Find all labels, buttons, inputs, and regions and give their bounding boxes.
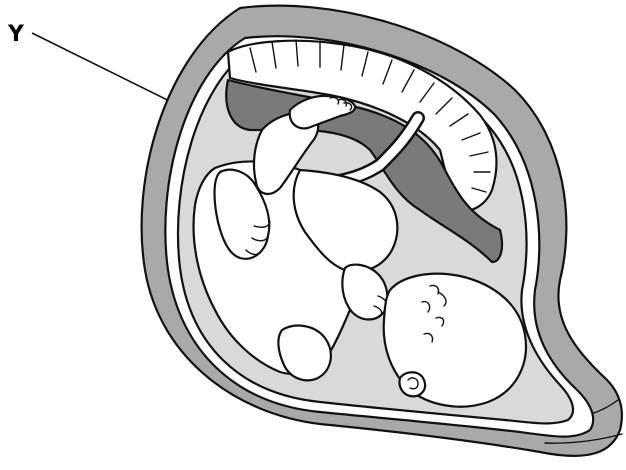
label-y: Y (7, 22, 25, 47)
fetus-ear (399, 372, 425, 396)
